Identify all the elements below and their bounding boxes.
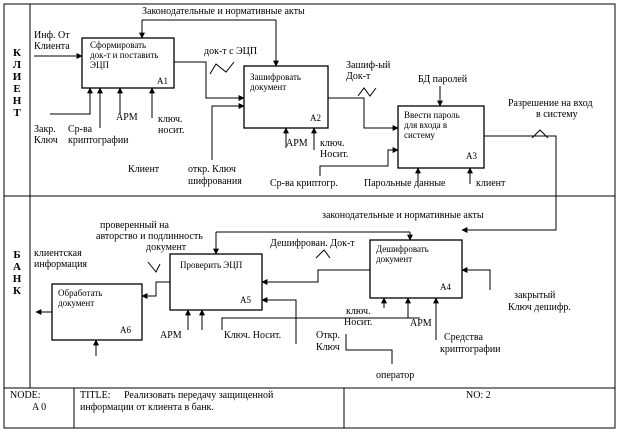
arrow-a5-to-a6 xyxy=(141,281,170,299)
label-key-carrier-a4: ключ.Носит. xyxy=(344,306,372,328)
activity-a1-code: A1 xyxy=(157,76,168,86)
footer-title-line-1: Реализовать передачу защищенной xyxy=(124,390,274,401)
label-key-carrier-a5: Ключ. Носит. xyxy=(224,330,281,341)
footer-node-value: A 0 xyxy=(32,402,46,413)
footer-title-label: TITLE: xyxy=(80,390,111,401)
arrow-operator xyxy=(345,334,393,364)
lane-letter: Н xyxy=(13,95,22,107)
label-decrypted-doc: Дешифрован. Док-т xyxy=(270,238,355,249)
label-arm-a5: АРМ xyxy=(160,330,182,341)
activity-box-a2[interactable] xyxy=(243,65,329,129)
arrow-open-key xyxy=(211,103,245,160)
label-key-carrier-1: ключ.носит. xyxy=(158,114,185,136)
squiggle-doc-ecp xyxy=(209,61,235,75)
activity-a4-code: A4 xyxy=(440,282,451,292)
label-key-carrier-2: ключ.Носит. xyxy=(320,138,348,160)
lane-letter: Н xyxy=(13,273,22,285)
outer-frame xyxy=(3,3,616,429)
arrow-shared-mech xyxy=(221,317,420,330)
label-doc-ecp: док-т с ЭЦП xyxy=(204,46,257,57)
activity-box-a3[interactable] xyxy=(397,105,485,169)
lane-letter: Б xyxy=(13,249,20,261)
lane-letter: К xyxy=(13,47,21,59)
arrow-a3-to-a4 xyxy=(461,135,557,233)
label-password-data: Парольные данные xyxy=(364,178,446,189)
lane-letter: И xyxy=(13,71,22,83)
activity-a2-code: A2 xyxy=(310,113,321,123)
activity-a6-code: A6 xyxy=(120,325,131,335)
label-closed-key: Закр.Ключ xyxy=(34,124,58,146)
activity-a3-code: A3 xyxy=(466,151,477,161)
label-laws-bank: законодательные и нормативные акты xyxy=(322,210,484,221)
activity-box-a1[interactable] xyxy=(81,37,175,89)
arrow-open-key-a5 xyxy=(261,297,297,344)
label-open-key-a5: Откр.Ключ xyxy=(316,330,340,353)
squiggle-encrypted xyxy=(357,87,377,97)
arrow-a2-to-a3 xyxy=(328,97,399,131)
label-arm-1: АРМ xyxy=(116,112,138,123)
squiggle-decrypted xyxy=(315,249,331,259)
label-client-2: клиент xyxy=(476,178,506,189)
lane-letter: Т xyxy=(13,107,21,119)
label-client: Клиент xyxy=(128,164,160,175)
squiggle-permission xyxy=(531,129,549,139)
activity-box-a4[interactable] xyxy=(369,239,463,299)
arrow-closed-decrypt-key xyxy=(461,267,491,290)
arrow-crypto-a3 xyxy=(319,147,399,176)
label-arm-a4: АРМ xyxy=(410,318,432,329)
arrow-closed-key xyxy=(50,87,93,115)
footer-node-label: NODE: xyxy=(10,390,41,401)
label-operator: оператор xyxy=(376,370,414,381)
lane-letter: К xyxy=(13,285,21,297)
squiggle-verified xyxy=(147,261,161,273)
label-arm-2: АРМ xyxy=(286,138,308,149)
footer-no: NO: 2 xyxy=(466,390,491,401)
lane-letter: Л xyxy=(13,59,22,71)
arrow-a4-to-a5 xyxy=(261,269,370,285)
activity-a5-code: A5 xyxy=(240,295,251,305)
footer-title-line-2: информации от клиента в банк. xyxy=(80,402,214,413)
label-laws-top: Законодательные и нормативные акты xyxy=(142,6,305,17)
lane-letter: А xyxy=(13,261,21,273)
lane-letter: Е xyxy=(13,83,20,95)
label-bd-passwords: БД паролей xyxy=(418,74,468,85)
activity-a5-text: Проверить ЭЦП xyxy=(180,260,243,270)
arrow-a1-to-a2 xyxy=(174,61,245,101)
label-crypto-means-2: Ср-ва криптогр. xyxy=(270,178,338,189)
